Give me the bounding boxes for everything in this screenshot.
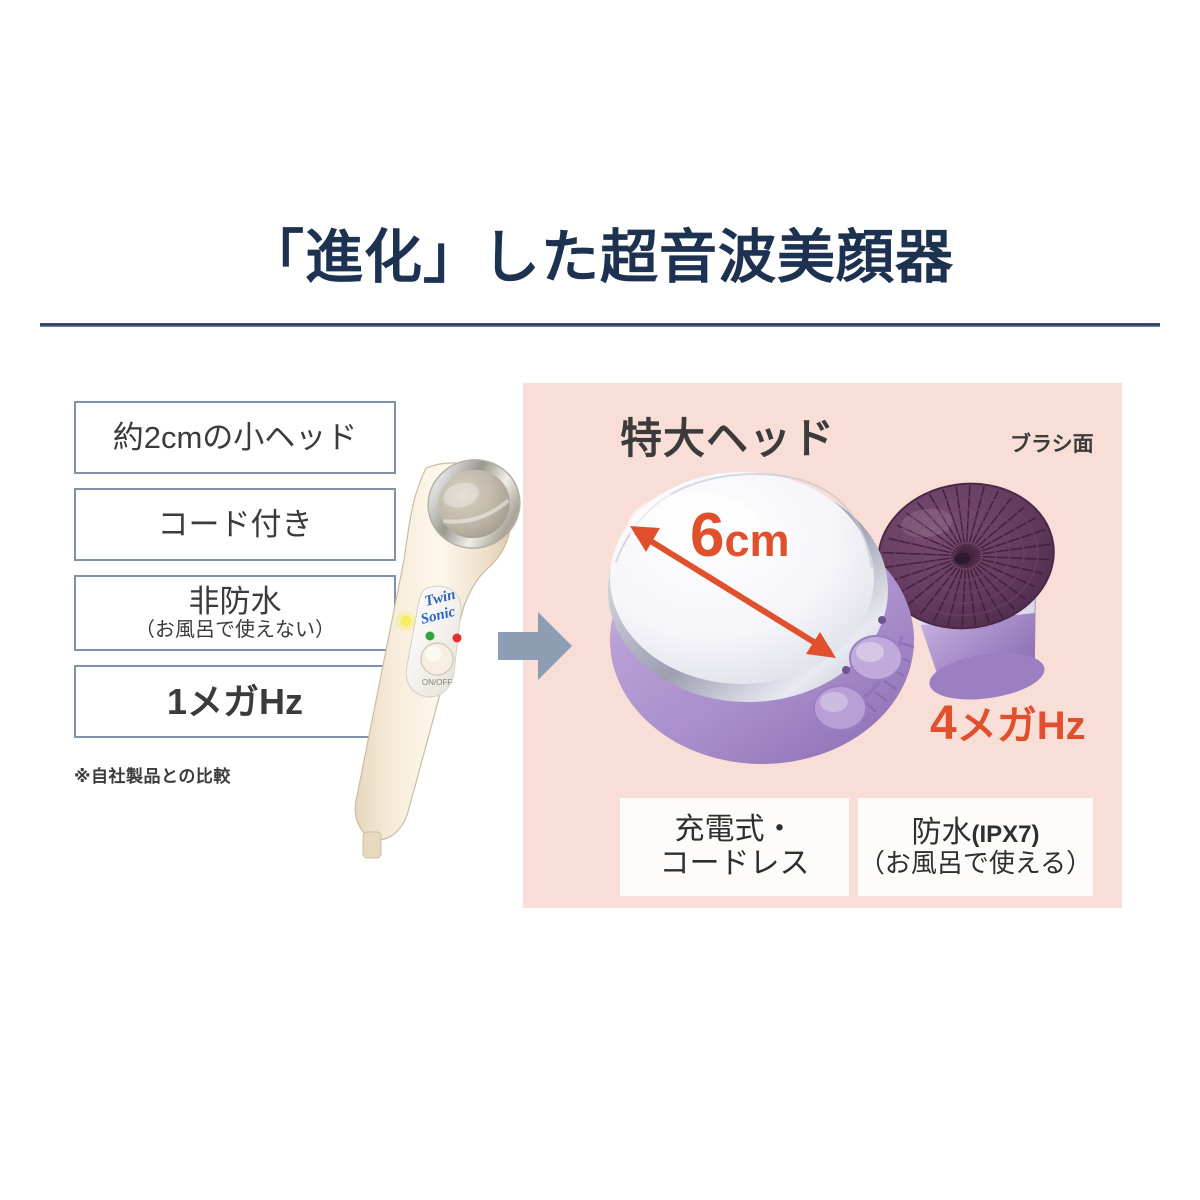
frequency-unit: メガHz — [956, 704, 1086, 748]
spec-sublabel-not-waterproof: （お風呂で使えない） — [135, 618, 335, 641]
frequency-value: 4 — [930, 697, 957, 750]
spec-box-corded: コード付き — [74, 488, 396, 561]
feature-waterproof-rating: (IPX7) — [971, 820, 1040, 848]
panel-heading: 特大ヘッド — [620, 415, 836, 462]
head-size-value: 6 — [690, 501, 725, 570]
feature-waterproof-main: 防水 — [911, 815, 972, 849]
spec-box-not-waterproof: 非防水 （お風呂で使えない） — [74, 575, 396, 651]
spec-label-frequency: 1メガHz — [166, 680, 304, 722]
spec-box-frequency: 1メガHz — [74, 665, 396, 738]
old-product-spec-list: 約2cmの小ヘッド コード付き 非防水 （お風呂で使えない） 1メガHz — [74, 401, 396, 752]
feature-waterproof-line1: 防水(IPX7) — [911, 816, 1039, 850]
frequency-callout: 4メガHz — [930, 693, 1086, 751]
mode-button-top — [849, 635, 903, 681]
spec-label-corded: コード付き — [157, 507, 313, 542]
brush-surface-label: ブラシ面 — [1010, 433, 1094, 456]
comparison-footnote: ※自社製品との比較 — [74, 767, 231, 786]
size-arrow-icon — [634, 529, 832, 655]
right-arrow-icon — [498, 608, 572, 684]
led-indicator-power — [396, 611, 416, 631]
spec-box-head-size: 約2cmの小ヘッド — [74, 401, 396, 474]
new-device-body — [608, 472, 915, 764]
title-divider — [40, 323, 1160, 327]
feature-box-waterproof: 防水(IPX7) （お風呂で使える） — [858, 798, 1093, 896]
power-button-label-old: ON/OFF — [422, 678, 452, 687]
head-size-unit: cm — [724, 515, 790, 566]
feature-cordless-line2: コードレス — [659, 847, 810, 880]
page-title: 「進化」した超音波美顔器 — [245, 225, 954, 290]
old-device-image: Twin Sonic ON/OFF — [330, 440, 545, 860]
feature-waterproof-line2: （お風呂で使える） — [858, 848, 1093, 879]
led-indicator-red — [452, 633, 462, 643]
feature-box-cordless: 充電式・ コードレス — [620, 798, 849, 896]
new-device-image — [590, 440, 1120, 800]
head-size-callout: 6cm — [690, 500, 790, 571]
power-button-new — [813, 685, 867, 731]
feature-cordless-line1: 充電式・ — [674, 813, 795, 847]
old-device-brand: Twin — [423, 587, 457, 610]
brush-head-attachment — [877, 482, 1055, 700]
led-indicator-green — [425, 631, 435, 641]
spec-label-head-size: 約2cmの小ヘッド — [112, 420, 358, 455]
spec-label-not-waterproof: 非防水 — [188, 583, 282, 619]
